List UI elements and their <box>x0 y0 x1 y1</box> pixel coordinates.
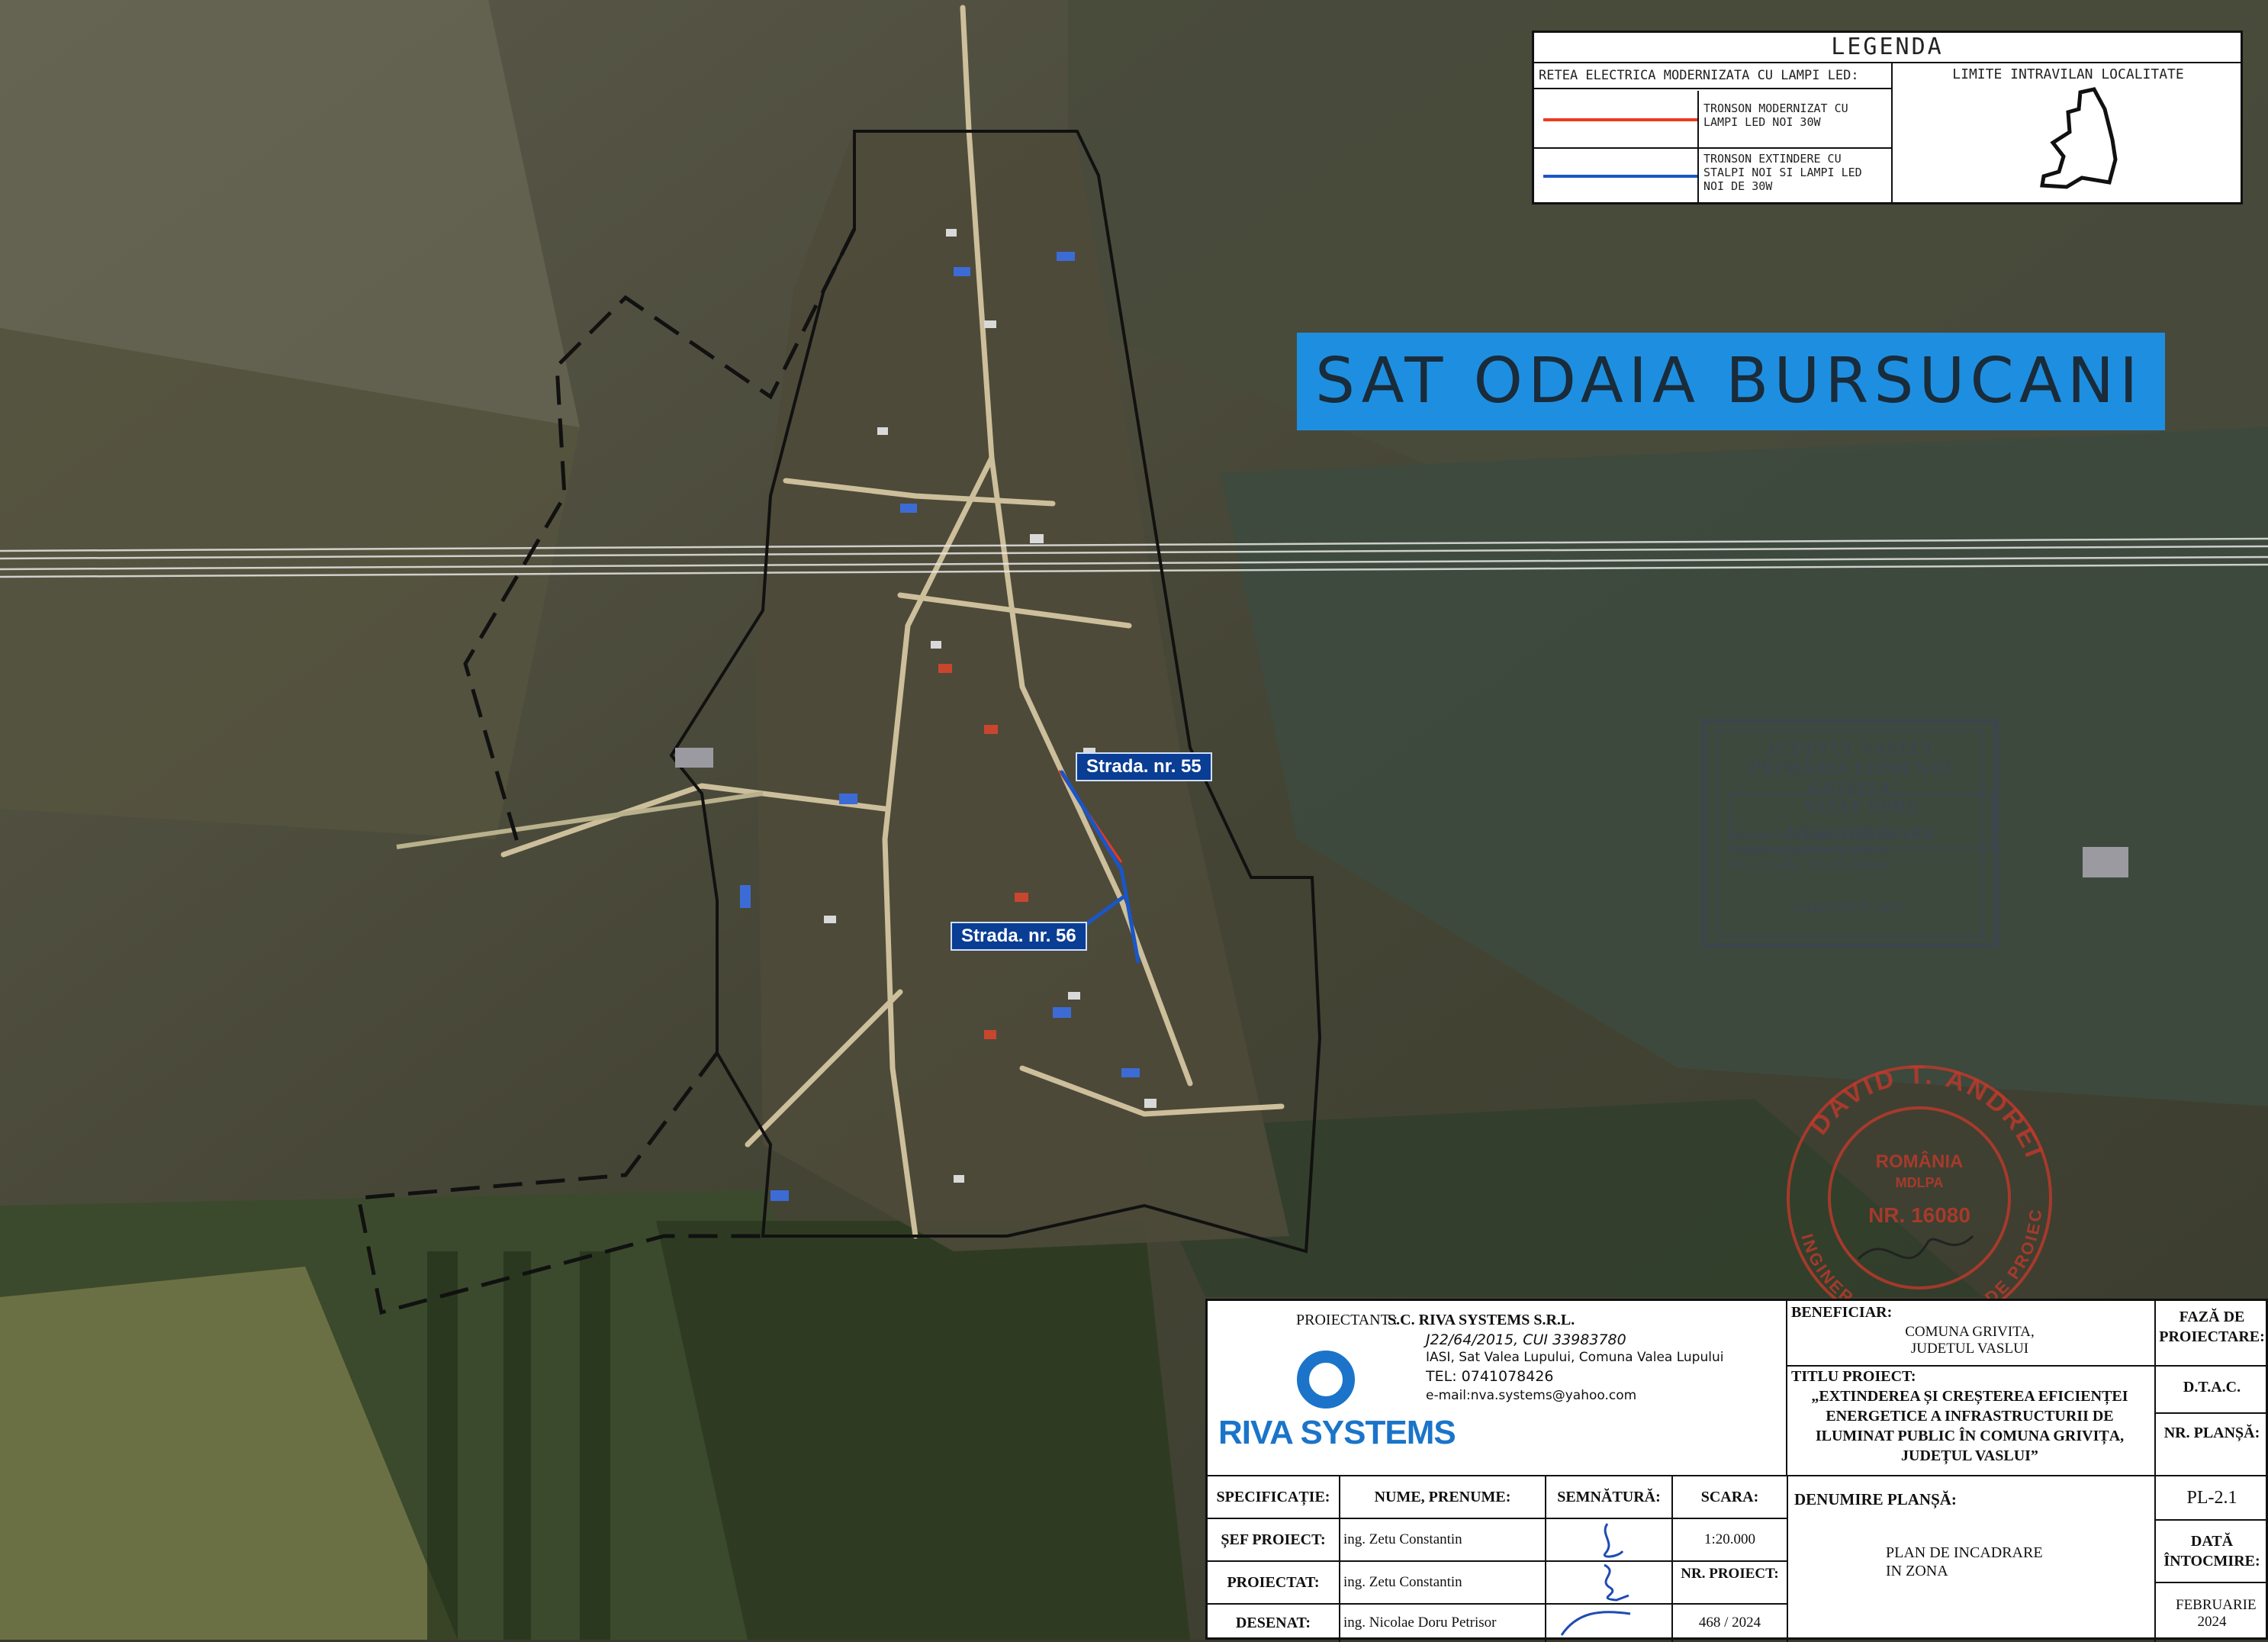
phase-value: D.T.A.C. <box>2183 1379 2241 1396</box>
stamp-town-hall: PRIMĂRIA COMUNEI GRIVIȚA <box>1748 759 1952 799</box>
designer-address: IASI, Sat Valea Lupului, Comuna Valea Lu… <box>1426 1350 1724 1365</box>
stamp-annex: Anexa la autorizația de construire/desfi… <box>1729 828 1897 858</box>
sheet-name-section: DENUMIRE PLANȘĂ: PLAN DE INCADRARE IN ZO… <box>1787 1475 2156 1642</box>
legend-item-extension: TRONSON EXTINDERE CU STALPI NOI SI LAMPI… <box>1534 147 1891 204</box>
header-scale: SCARA: <box>1671 1475 1788 1519</box>
phase-label: FAZĂ DE PROIECTARE: <box>2159 1309 2265 1345</box>
legend-item-label: TRONSON EXTINDERE CU STALPI NOI SI LAMPI… <box>1703 152 1862 193</box>
legend-boundary-header: LIMITE INTRAVILAN LOCALITATE <box>1952 66 2184 82</box>
sheet-no-label: NR. PLANȘĂ: <box>2163 1425 2260 1441</box>
date-value: FEBRUARIE 2024 <box>2154 1582 2268 1642</box>
designer-reg: J22/64/2015, CUI 33983780 <box>1426 1331 1626 1348</box>
village-title: SAT ODAIA BURSUCANI <box>1315 345 2144 417</box>
header-signature: SEMNĂTURĂ: <box>1545 1475 1673 1519</box>
seal-name: DAVID T. ANDREI <box>1804 1061 2046 1164</box>
designer-email: e-mail:nva.systems@yahoo.com <box>1426 1388 1637 1403</box>
street-label-56[interactable]: Strada. nr. 56 <box>951 922 1087 951</box>
village-title-banner: SAT ODAIA BURSUCANI <box>1297 333 2165 430</box>
legend-network-section: RETEA ELECTRICA MODERNIZATA CU LAMPI LED… <box>1534 62 1893 204</box>
legend-item-modernized: TRONSON MODERNIZAT CU LAMPI LED NOI 30W <box>1534 91 1891 149</box>
phase-value-cell: D.T.A.C. <box>2154 1365 2268 1414</box>
project-title-section: TITLU PROIECT: „EXTINDEREA ȘI CREȘTEREA … <box>1787 1365 2156 1476</box>
row-name-drawn: ing. Nicolae Doru Petrisor <box>1339 1603 1546 1642</box>
company-logo-icon <box>1297 1351 1355 1409</box>
seal-number: NR. 16080 <box>1868 1203 1970 1227</box>
legend-red-line-swatch <box>1543 118 1699 121</box>
beneficiary-value: COMUNA GRIVITA, JUDETUL VASLUI <box>1905 1324 2035 1357</box>
project-no-label: NR. PROIECT: <box>1671 1560 1788 1605</box>
seal-org: MDLPA <box>1896 1175 1944 1190</box>
project-no-value: 468 / 2024 <box>1671 1603 1788 1642</box>
signature-lead <box>1545 1518 1673 1562</box>
designer-section: PROIECTANT : S.C. RIVA SYSTEMS S.R.L. J2… <box>1208 1301 1787 1476</box>
boundary-outline-icon <box>2040 87 2118 189</box>
sheet-name-value: PLAN DE INCADRARE IN ZONA <box>1886 1544 2043 1579</box>
stamp-number-date: Nr. 13 din 15.05.2024 <box>1729 858 1888 874</box>
approval-stamp: JUDEȚUL VASLUI PRIMĂRIA COMUNEI GRIVIȚA … <box>1701 719 1999 948</box>
beneficiary-section: BENEFICIAR: COMUNA GRIVITA, JUDETUL VASL… <box>1787 1301 2156 1367</box>
signature-drawn <box>1545 1603 1673 1642</box>
street-55-segment <box>1060 770 1140 964</box>
header-specification: SPECIFICAȚIE: <box>1208 1475 1340 1519</box>
header-name: NUME, PRENUME: <box>1339 1475 1546 1519</box>
company-logo-text: RIVA SYSTEMS <box>1218 1414 1456 1451</box>
title-block: PROIECTANT : S.C. RIVA SYSTEMS S.R.L. J2… <box>1205 1299 2268 1642</box>
map-legend: LEGENDA RETEA ELECTRICA MODERNIZATA CU L… <box>1532 31 2243 204</box>
verifier-seal: DAVID T. ANDREI INGINER VERIFICATOR DE P… <box>1774 1053 2052 1331</box>
stamp-approved: VIZAT SPRE NESCHIMBARE <box>1729 793 1993 849</box>
signature-designed <box>1545 1560 1673 1605</box>
stamp-architect: ARHITECT ȘEF <box>1792 901 1904 916</box>
designer-label: PROIECTANT : <box>1296 1312 1398 1328</box>
street-label-55[interactable]: Strada. nr. 55 <box>1076 752 1212 781</box>
signature-icon <box>1560 1611 1631 1636</box>
date-label: DATĂ ÎNTOCMIRE: <box>2154 1519 2268 1583</box>
street-56-segment <box>1081 895 1125 929</box>
designer-company: S.C. RIVA SYSTEMS S.R.L. <box>1388 1312 1575 1328</box>
sheet-no-label-cell: NR. PLANȘĂ: <box>2154 1412 2268 1476</box>
signature-icon <box>1603 1523 1624 1558</box>
project-title-label: TITLU PROIECT: <box>1791 1368 1916 1385</box>
stamp-county: JUDEȚUL VASLUI <box>1767 739 1933 759</box>
signature-icon <box>1604 1563 1629 1602</box>
legend-network-header: RETEA ELECTRICA MODERNIZATA CU LAMPI LED… <box>1534 62 1891 89</box>
seal-country: ROMÂNIA <box>1876 1151 1964 1172</box>
designer-phone: TEL: 0741078426 <box>1426 1368 1554 1385</box>
svg-text:DAVID T. ANDREI: DAVID T. ANDREI <box>1804 1061 2049 1164</box>
phase-label-cell: FAZĂ DE PROIECTARE: <box>2154 1301 2268 1367</box>
row-name-designed: ing. Zetu Constantin <box>1339 1560 1546 1605</box>
scale-value: 1:20.000 <box>1671 1518 1788 1562</box>
legend-title: LEGENDA <box>1534 33 2241 63</box>
sheet-name-label: DENUMIRE PLANȘĂ: <box>1794 1490 1957 1508</box>
beneficiary-label: BENEFICIAR: <box>1791 1304 1893 1321</box>
row-role-designed: PROIECTAT: <box>1208 1560 1340 1605</box>
legend-blue-line-swatch <box>1543 175 1699 178</box>
row-role-drawn: DESENAT: <box>1208 1603 1340 1642</box>
row-name-lead: ing. Zetu Constantin <box>1339 1518 1546 1562</box>
sheet-no-value: PL-2.1 <box>2154 1475 2268 1521</box>
row-role-lead: ȘEF PROIECT: <box>1208 1518 1340 1562</box>
project-title-value: „EXTINDEREA ȘI CREȘTEREA EFICIENȚEI ENER… <box>1811 1388 2128 1464</box>
legend-item-label: TRONSON MODERNIZAT CU LAMPI LED NOI 30W <box>1703 101 1848 129</box>
